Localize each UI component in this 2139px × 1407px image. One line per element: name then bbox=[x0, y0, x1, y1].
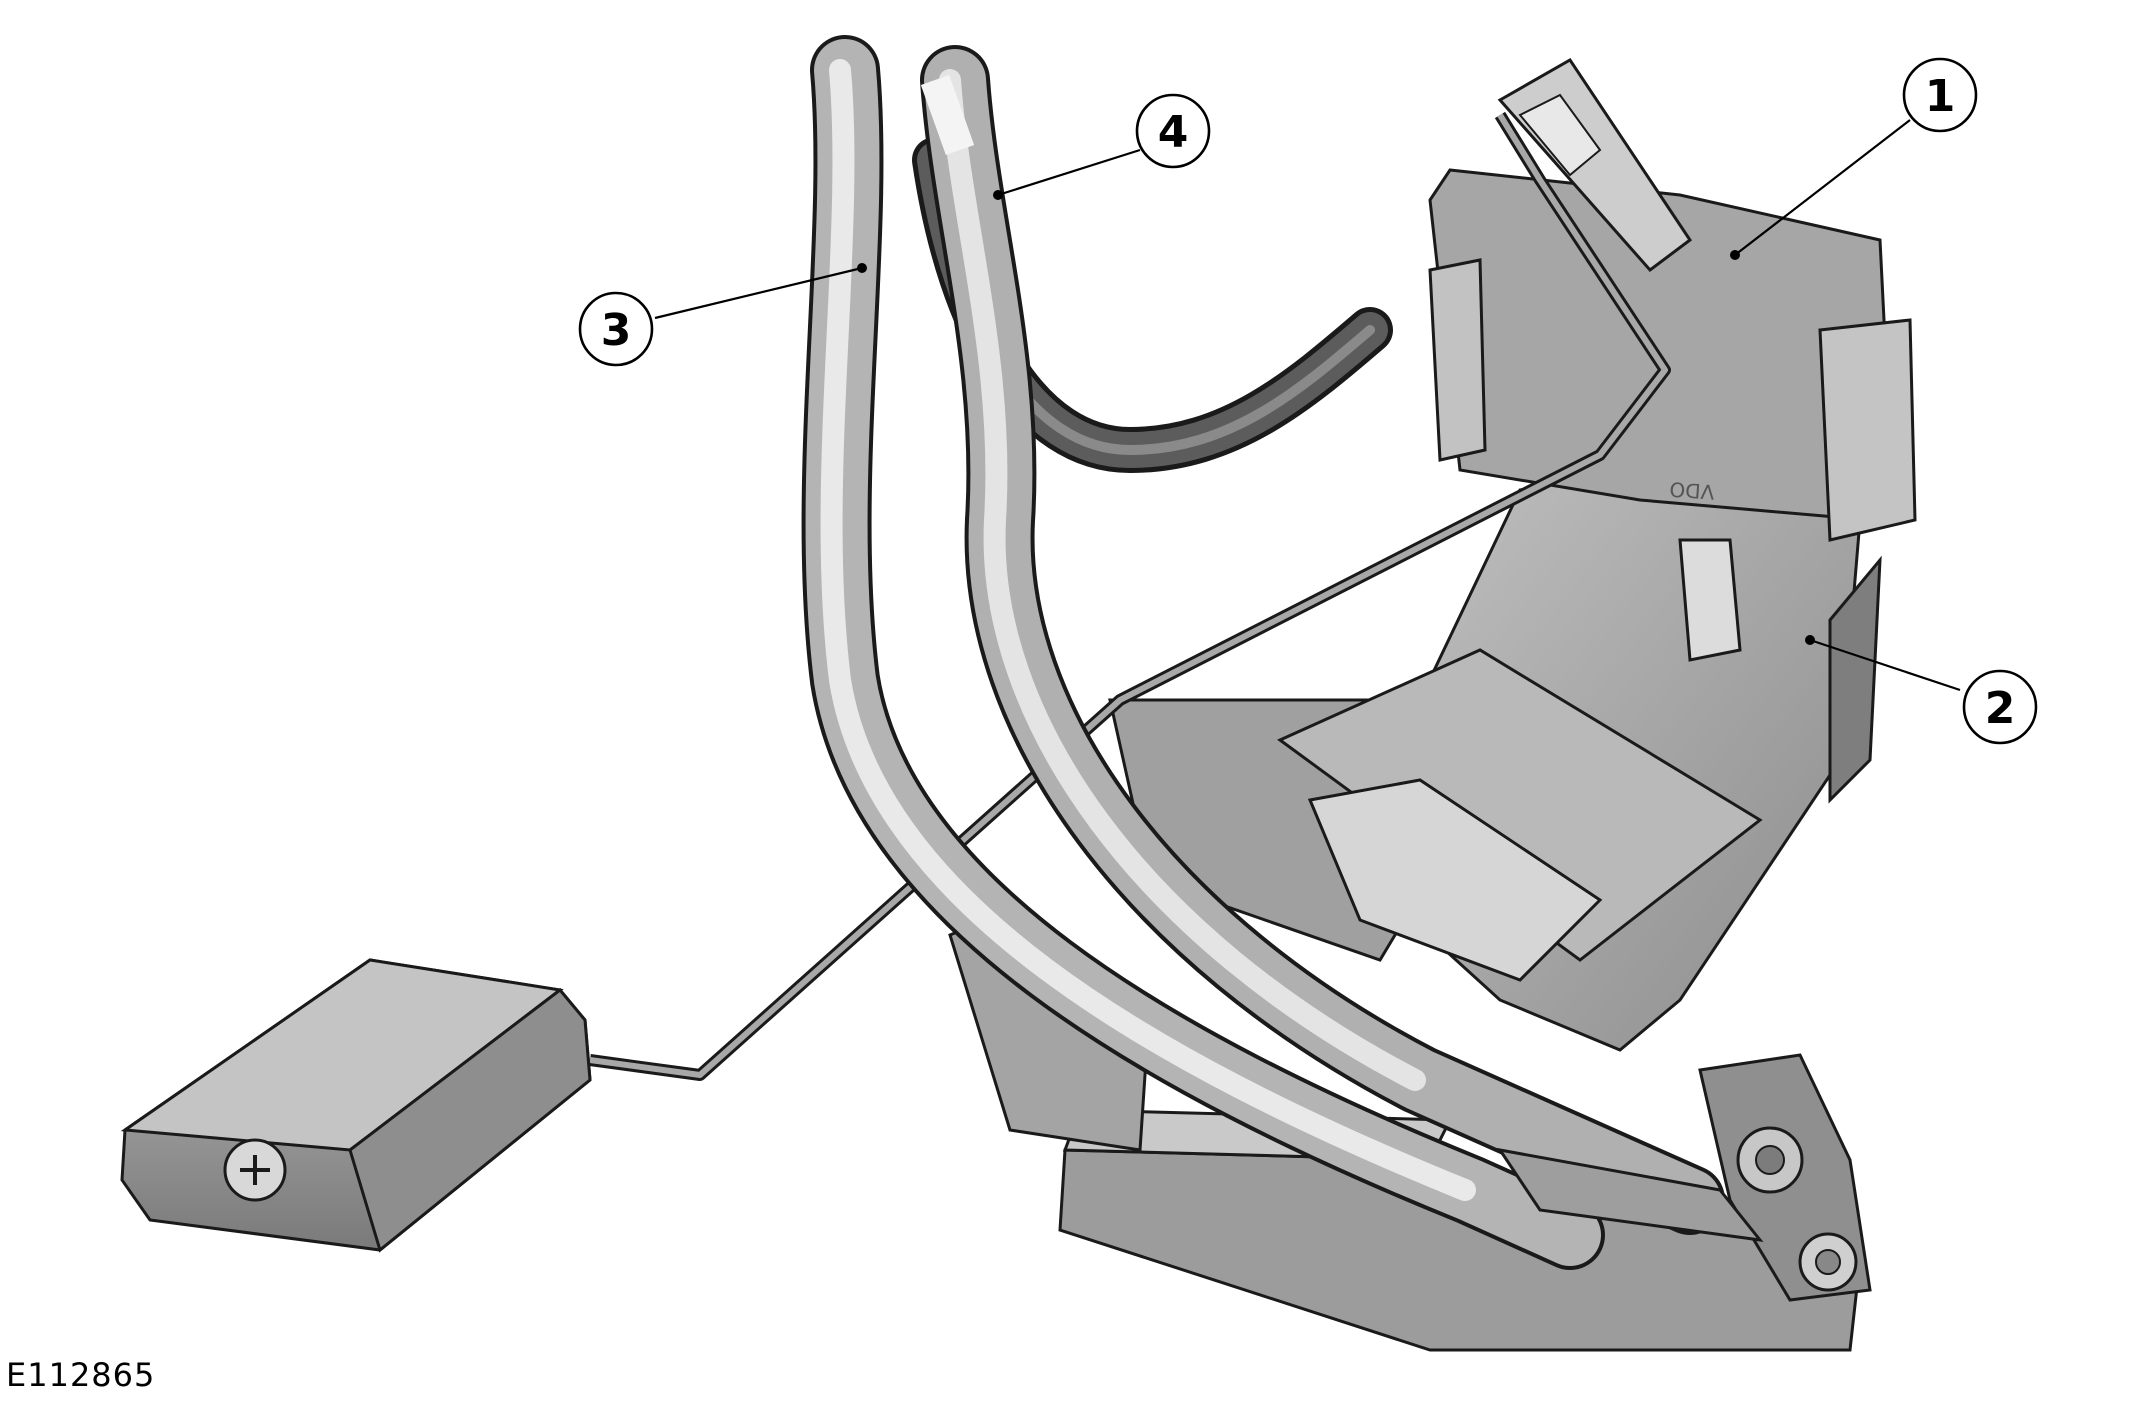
callout-4: 4 bbox=[993, 93, 1211, 200]
callout-4-label: 4 bbox=[1158, 107, 1189, 158]
callout-3: 3 bbox=[578, 263, 867, 367]
fuel-tube-3 bbox=[801, 35, 1605, 1270]
callout-3-label: 3 bbox=[601, 305, 632, 356]
svg-text:VDO: VDO bbox=[1669, 477, 1715, 504]
fuel-tube-4 bbox=[920, 45, 1725, 1235]
tube-end-connector bbox=[1496, 1126, 1804, 1242]
callout-2: 2 bbox=[1805, 635, 2038, 745]
callout-2-label: 2 bbox=[1985, 683, 2016, 734]
callout-1-label: 1 bbox=[1925, 71, 1956, 122]
sensor-housing: VDO bbox=[1428, 58, 1917, 542]
figure-id-label: E112865 bbox=[6, 1356, 156, 1394]
callout-1: 1 bbox=[1730, 57, 1978, 260]
fuel-level-float bbox=[120, 958, 592, 1253]
sender-frame bbox=[1108, 428, 1882, 1052]
